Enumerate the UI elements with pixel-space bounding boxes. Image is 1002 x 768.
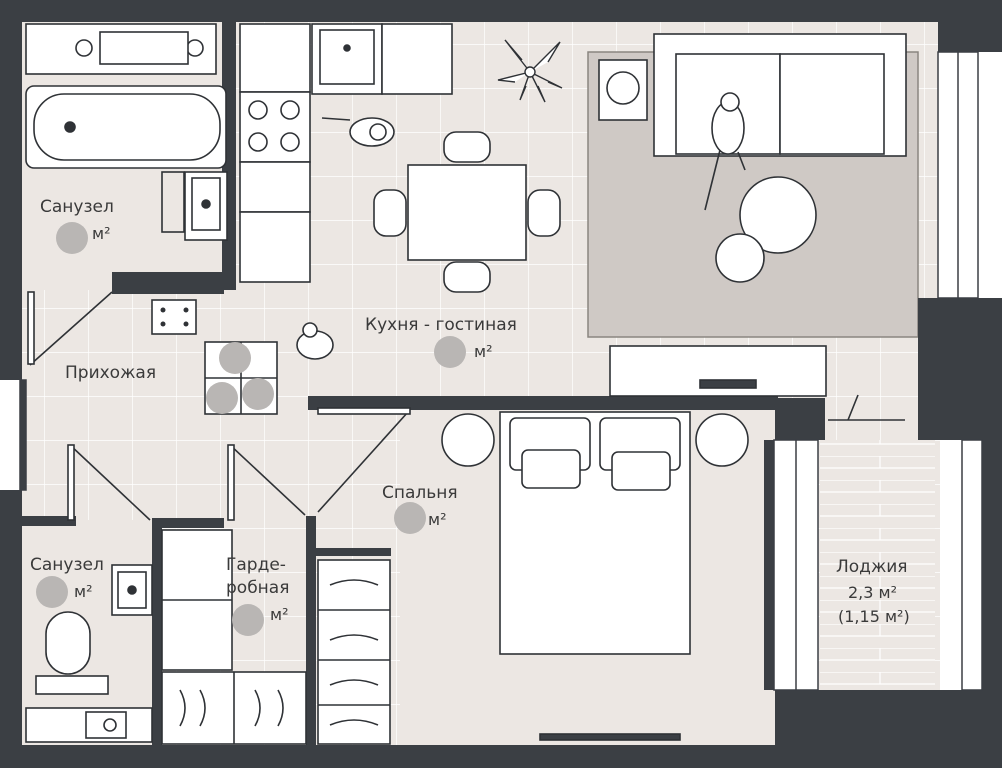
kitchen-living-area: м² xyxy=(474,342,492,361)
panel-dots xyxy=(160,307,189,327)
coffee-table xyxy=(739,176,817,254)
electric-panel xyxy=(151,299,197,335)
bathroom-fixtures xyxy=(25,23,228,743)
nightstand-right xyxy=(695,413,749,467)
wardrobe-units xyxy=(161,529,391,745)
loggia-area-reduced: (1,15 м²) xyxy=(838,607,910,626)
living-furniture xyxy=(598,33,907,397)
bathroom-main-name: Санузел xyxy=(40,197,114,217)
bed xyxy=(441,411,749,655)
redaction-dots xyxy=(36,222,466,636)
pouf xyxy=(715,233,765,283)
loggia-area: 2,3 м² xyxy=(848,583,897,602)
wardrobe-name-line1: Гарде- xyxy=(226,555,286,575)
plant-icon xyxy=(497,39,563,103)
hallway-name: Прихожая xyxy=(65,363,156,383)
nightstand-left xyxy=(441,413,495,467)
loggia-name: Лоджия xyxy=(836,557,908,577)
doors xyxy=(27,291,905,521)
stove xyxy=(239,91,311,163)
kitchen-living-name: Кухня - гостиная xyxy=(365,315,517,335)
kitchen-units xyxy=(151,23,453,415)
bathroom-main-area: м² xyxy=(92,224,110,243)
wardrobe-name-line2: робная xyxy=(226,578,289,598)
bathroom-small-name: Санузел xyxy=(30,555,104,575)
room-labels: Санузел м² Кухня - гостиная м² Прихожая … xyxy=(30,197,910,626)
windows xyxy=(19,51,983,691)
wardrobe-area: м² xyxy=(270,605,288,624)
person-icons xyxy=(296,92,746,360)
bedroom-area: м² xyxy=(428,510,446,529)
loggia-fixtures xyxy=(539,733,681,741)
toilet xyxy=(45,611,91,675)
dining-table xyxy=(373,131,561,293)
bathroom-small-area: м² xyxy=(74,582,92,601)
bedroom-name: Спальня xyxy=(382,483,458,503)
